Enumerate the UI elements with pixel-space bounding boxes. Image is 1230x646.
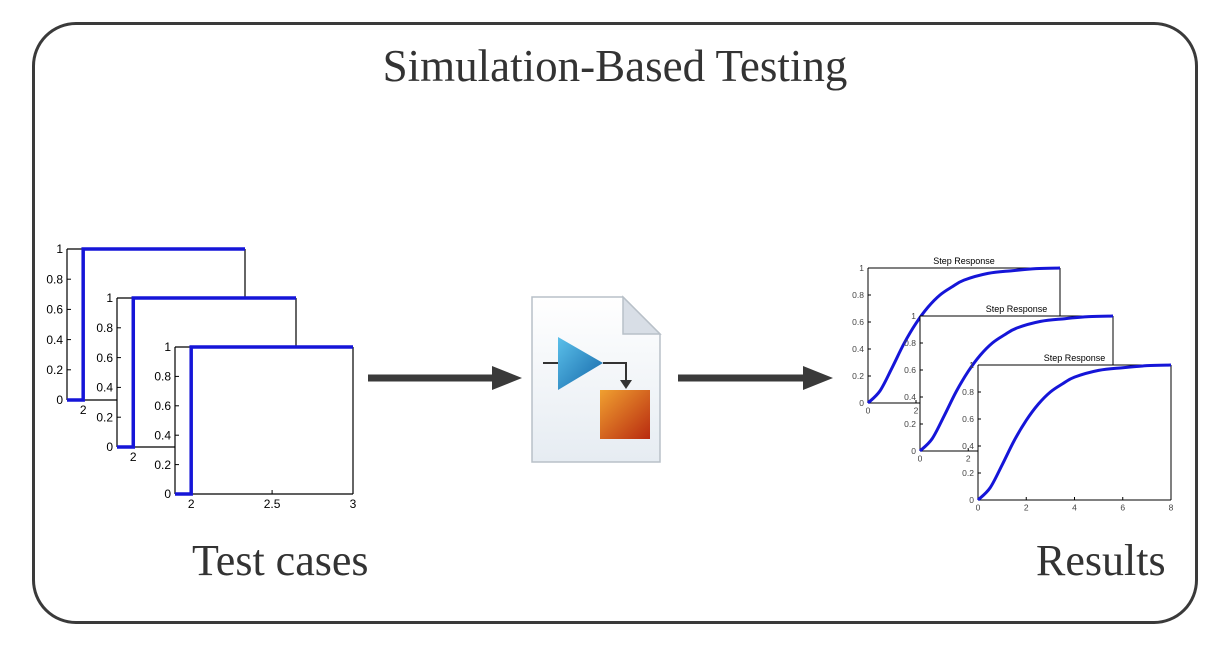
y-tick-label: 0 xyxy=(969,495,974,505)
simulink-model-file-icon xyxy=(531,295,662,463)
x-tick-label: 4 xyxy=(1072,503,1077,513)
y-tick-label: 1 xyxy=(859,263,864,273)
x-tick-label: 8 xyxy=(1169,503,1174,513)
y-tick-label: 0.6 xyxy=(46,303,63,317)
plot-title: Step Response xyxy=(933,256,995,266)
series-line xyxy=(67,247,245,402)
test-cases-label: Test cases xyxy=(192,536,369,585)
y-tick-label: 0.2 xyxy=(962,468,974,478)
y-tick-label: 0.6 xyxy=(154,399,171,413)
x-tick-label: 2 xyxy=(914,406,919,416)
y-tick-label: 0.8 xyxy=(154,370,171,384)
result-plot-3: 0 0.2 0.4 0.6 0.8 1 0 2 4 6 8 Step Response xyxy=(962,353,1173,513)
y-tick-label: 1 xyxy=(911,311,916,321)
x-tick-label: 2 xyxy=(1024,503,1029,513)
diagram-title: Simulation-Based Testing xyxy=(382,41,848,91)
y-tick-label: 0.6 xyxy=(852,317,864,327)
y-tick-label: 0.8 xyxy=(96,321,113,335)
test-case-plot-3: 0 0.2 0.4 0.6 0.8 1 2 2.5 3 xyxy=(154,340,356,511)
y-tick-label: 0.6 xyxy=(96,351,113,365)
y-tick-label: 0.8 xyxy=(962,387,974,397)
plot-title: Step Response xyxy=(1044,353,1106,363)
y-tick-label: 0.2 xyxy=(154,458,171,472)
series-line xyxy=(175,345,353,496)
y-tick-label: 0.4 xyxy=(46,333,63,347)
x-tick-label: 2 xyxy=(966,454,971,464)
plot-background xyxy=(978,365,1171,500)
y-tick-label: 0.8 xyxy=(852,290,864,300)
y-tick-label: 0.4 xyxy=(962,441,974,451)
x-tick-label: 6 xyxy=(1120,503,1125,513)
x-tick-label: 0 xyxy=(976,503,981,513)
x-tick-label: 3 xyxy=(350,497,357,511)
x-tick-label: 0 xyxy=(918,454,923,464)
plot-title: Step Response xyxy=(986,304,1048,314)
y-tick-label: 0.2 xyxy=(46,363,63,377)
y-tick-label: 0.6 xyxy=(904,365,916,375)
y-tick-label: 0 xyxy=(911,446,916,456)
arrow-to-results xyxy=(678,366,833,390)
y-tick-label: 0.4 xyxy=(96,381,113,395)
series-line xyxy=(866,266,1061,405)
y-tick-label: 1 xyxy=(56,242,63,256)
y-tick-label: 0.6 xyxy=(962,414,974,424)
results-label: Results xyxy=(1036,536,1166,585)
y-tick-label: 0.4 xyxy=(154,428,171,442)
x-tick-label: 2 xyxy=(130,450,137,464)
y-tick-label: 0 xyxy=(56,393,63,407)
x-tick-label: 2.5 xyxy=(264,497,281,511)
y-tick-label: 0.8 xyxy=(904,338,916,348)
y-tick-label: 0 xyxy=(859,398,864,408)
y-tick-label: 0 xyxy=(106,440,113,454)
y-tick-label: 0.8 xyxy=(46,272,63,286)
y-tick-label: 1 xyxy=(969,360,974,370)
x-tick-label: 2 xyxy=(188,497,195,511)
y-tick-label: 1 xyxy=(164,340,171,354)
y-tick-label: 0 xyxy=(164,487,171,501)
series-line xyxy=(117,296,296,449)
x-tick-label: 0 xyxy=(866,406,871,416)
arrow-to-model xyxy=(368,366,522,390)
plot-background xyxy=(175,347,353,494)
series-line xyxy=(918,314,1114,453)
y-tick-label: 0.4 xyxy=(852,344,864,354)
y-tick-label: 0.2 xyxy=(852,371,864,381)
y-tick-label: 1 xyxy=(106,291,113,305)
x-tick-label: 2 xyxy=(80,403,87,417)
test-case-plots: 00.20.40.60.8122.5300.20.40.60.8122.5300… xyxy=(46,242,356,511)
y-tick-label: 0.2 xyxy=(904,419,916,429)
y-tick-label: 0.4 xyxy=(904,392,916,402)
series-line xyxy=(976,363,1172,502)
y-tick-label: 0.2 xyxy=(96,410,113,424)
